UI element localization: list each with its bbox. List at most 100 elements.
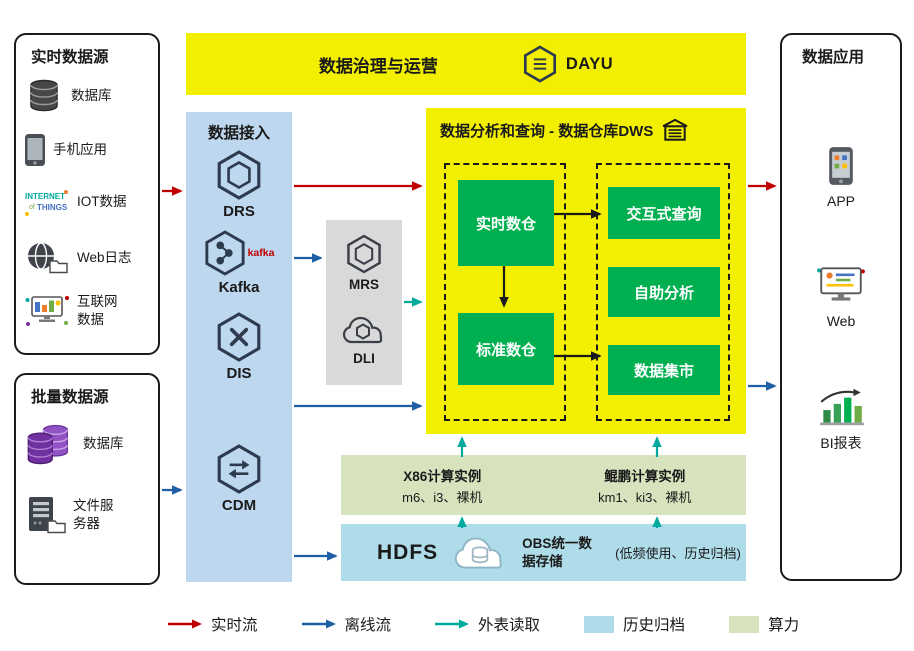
dli-cloud-icon [342, 316, 383, 344]
compute-engines-box: MRS DLI [326, 220, 402, 385]
dayu-hexagon-icon [523, 45, 556, 83]
compute-swatch-icon [729, 615, 760, 633]
dayu-logo: DAYU [523, 45, 613, 83]
blue-arrow-icon [301, 619, 336, 629]
cdm-label: CDM [221, 497, 257, 514]
cdm-hexagon-icon [217, 444, 261, 494]
data-ingestion-title: 数据接入 [207, 125, 270, 142]
warehouse-icon [662, 118, 688, 141]
source-internet-data: 互联网数据 [24, 293, 156, 328]
legend-archive-label: 历史归档 [623, 617, 686, 634]
kunpeng-compute-spec: km1、ki3、裸机 [598, 489, 692, 505]
batch-database-label: 数据库 [83, 436, 124, 452]
x86-compute-section: X86计算实例 m6、i3、裸机 [341, 455, 544, 515]
batch-sources-panel: 批量数据源 数据库 文 [14, 373, 160, 585]
interactive-query-box: 交互式查询 [608, 187, 720, 239]
drs-label: DRS [223, 203, 255, 220]
ingestion-item-kafka: kafka Kafka [186, 230, 292, 296]
application-app: APP [782, 145, 900, 209]
applications-panel: 数据应用 APP W [780, 33, 902, 581]
legend-realtime-label: 实时流 [211, 617, 258, 634]
self-service-analysis-box: 自助分析 [608, 267, 720, 317]
applications-title: 数据应用 [802, 49, 865, 66]
batch-file-server: 文件服务器 [24, 495, 156, 535]
data-ingestion-column: 数据接入 DRS kafka Kafka [186, 112, 292, 582]
web-log-icon [28, 242, 68, 274]
source-iot: INTERNET of THINGS IOT数据 [24, 187, 156, 217]
batch-file-server-label: 文件服务器 [73, 498, 114, 531]
source-internet-data-label: 互联网数据 [77, 294, 118, 327]
compute-instances-bar: X86计算实例 m6、i3、裸机 鲲鹏计算实例 km1、ki3、裸机 [341, 455, 746, 515]
mrs-hexagon-icon [347, 234, 381, 274]
app-phone-icon [829, 147, 853, 185]
ingestion-item-drs: DRS [186, 150, 292, 220]
obs-note: (低频使用、历史归档) [615, 546, 741, 561]
kunpeng-compute-section: 鲲鹏计算实例 km1、ki3、裸机 [544, 455, 747, 515]
source-iot-label: IOT数据 [77, 194, 127, 210]
svg-text:of: of [29, 204, 35, 211]
legend-external-label: 外表读取 [478, 617, 541, 634]
standard-warehouse-box: 标准数仓 [458, 313, 554, 385]
governance-title: 数据治理与运营 [318, 56, 438, 76]
source-database: 数据库 [24, 79, 156, 113]
drs-hexagon-icon [217, 150, 261, 200]
storage-bar: HDFS OBS统一数据存储 (低频使用、历史归档) [341, 524, 746, 581]
legend: 实时流 离线流 外表读取 历史归档 算力 [168, 613, 799, 635]
source-mobile-app: 手机应用 [24, 133, 156, 167]
data-mart-box: 数据集市 [608, 345, 720, 395]
web-monitor-icon [817, 267, 865, 301]
application-bi: BI报表 [782, 387, 900, 453]
legend-offline-flow: 离线流 [301, 613, 392, 635]
batch-database: 数据库 [24, 423, 156, 465]
warehouse-group: 实时数仓 标准数仓 [444, 163, 566, 421]
ingestion-item-cdm: CDM [186, 444, 292, 514]
kunpeng-compute-title: 鲲鹏计算实例 [604, 468, 686, 484]
kafka-hexagon-icon [204, 230, 245, 276]
bi-chart-icon [820, 388, 864, 426]
mobile-phone-icon [25, 134, 45, 166]
legend-offline-label: 离线流 [344, 617, 392, 634]
red-arrow-icon [168, 619, 202, 629]
internet-data-icon [25, 295, 69, 326]
dayu-logo-text: DAYU [565, 54, 614, 73]
legend-realtime-flow: 实时流 [168, 613, 258, 635]
batch-sources-title: 批量数据源 [31, 389, 109, 406]
svg-text:INTERNET: INTERNET [25, 192, 65, 201]
iot-icon: INTERNET of THINGS [25, 190, 68, 216]
obs-cloud-icon [454, 536, 502, 569]
kafka-wordmark: kafka [247, 247, 275, 259]
kafka-label: Kafka [218, 279, 260, 296]
governance-bar: 数据治理与运营 DAYU [186, 33, 746, 95]
bi-report-label: BI报表 [820, 435, 862, 451]
source-web-log-label: Web日志 [77, 250, 132, 266]
realtime-sources-panel: 实时数据源 数据库 手机应用 INTERNET of THINGS [14, 33, 160, 355]
engine-dli: DLI [326, 312, 402, 366]
dws-analysis-box: 数据分析和查询 - 数据仓库DWS 实时数仓 标准数仓 交互式查询 自助分析 数… [426, 108, 746, 434]
dws-title: 数据分析和查询 - 数据仓库DWS [440, 122, 654, 140]
app-label: APP [826, 193, 855, 209]
source-database-label: 数据库 [71, 88, 112, 104]
teal-arrow-icon [435, 619, 470, 629]
legend-compute-label: 算力 [768, 617, 800, 634]
dli-label: DLI [353, 351, 375, 366]
dis-hexagon-icon [217, 312, 261, 362]
file-server-icon [29, 497, 66, 534]
dis-label: DIS [226, 365, 252, 382]
hdfs-label: HDFS [377, 540, 439, 564]
database-purple-icon [27, 424, 69, 465]
ingestion-item-dis: DIS [186, 312, 292, 382]
dws-title-row: 数据分析和查询 - 数据仓库DWS [426, 108, 746, 142]
mrs-label: MRS [349, 277, 379, 292]
x86-compute-title: X86计算实例 [403, 468, 482, 484]
legend-external-read: 外表读取 [435, 613, 540, 635]
realtime-warehouse-box: 实时数仓 [458, 180, 554, 266]
legend-history-archive: 历史归档 [584, 613, 685, 635]
web-label: Web [826, 313, 856, 329]
application-web: Web [782, 265, 900, 329]
x86-compute-spec: m6、i3、裸机 [402, 489, 483, 505]
obs-title: OBS统一数据存储 [522, 535, 592, 569]
source-web-log: Web日志 [24, 241, 156, 275]
svg-text:THINGS: THINGS [37, 203, 68, 212]
engine-mrs: MRS [326, 234, 402, 292]
